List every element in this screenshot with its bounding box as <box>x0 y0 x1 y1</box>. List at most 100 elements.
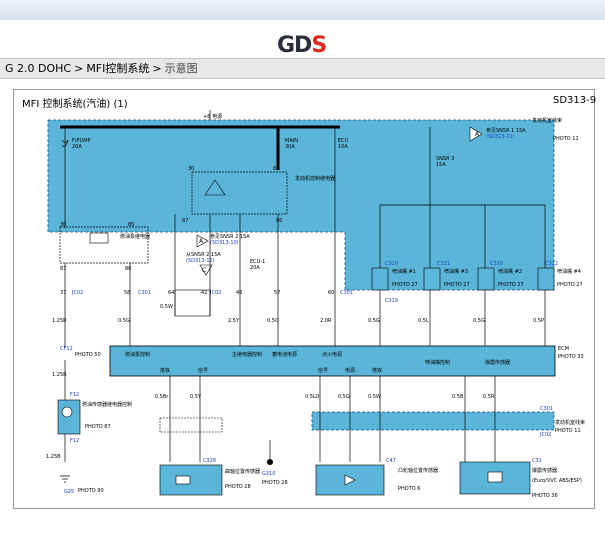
photo28b-label: PHOTO 28 <box>262 480 288 486</box>
app-header: GDS <box>0 0 605 58</box>
connector-f12[interactable]: F12 <box>70 392 79 398</box>
wire-label: 2.0R <box>320 318 332 324</box>
photo27-label: PHOTO 27 <box>557 282 583 288</box>
cam-sensor-label: 凸轮轴位置传感器 <box>398 467 438 474</box>
top-bus-label: +B 电源 <box>203 113 222 120</box>
photo33-label: PHOTO 33 <box>558 354 584 360</box>
svg-text:64: 64 <box>168 290 174 296</box>
wire-label: 0.5G <box>338 394 350 400</box>
injector-4-label: 喷油嘴 #4 <box>557 268 581 275</box>
ecm-pin-signal: 信号 <box>198 367 208 374</box>
connector-cf12[interactable]: CF12 <box>60 346 73 352</box>
knock-sensor-label: 爆震传感器 <box>532 467 557 474</box>
injector-2-label: 喷油嘴 #2 <box>498 268 522 275</box>
snsr2-ref-a-link[interactable]: (SD313-10) <box>210 240 239 246</box>
svg-text:A: A <box>199 238 204 245</box>
euro-spec-label: (Euro/VVC ABS/ESP) <box>532 478 582 484</box>
ecm-pin-ground-2: 搭铁 <box>372 367 382 374</box>
injector-1-label: 喷油嘴 #1 <box>392 268 416 275</box>
wire-label: 0.5G <box>473 318 485 324</box>
wire-label: 1.25B <box>46 454 61 460</box>
connector-c301-b[interactable]: C301 <box>340 290 353 296</box>
breadcrumb-item-system[interactable]: MFI控制系统 <box>86 62 150 75</box>
svg-text:57: 57 <box>274 290 280 296</box>
connector-c31[interactable]: C31 <box>532 458 542 464</box>
fuse-ecu-amp: 10A <box>338 144 348 150</box>
wire-label: 0.5G <box>118 318 130 324</box>
connector-c310[interactable]: C310 <box>385 261 398 267</box>
ecm-pin-signal-2: 信号 <box>318 367 328 374</box>
fuse-main-label: MAIN <box>285 138 298 144</box>
breadcrumb-item-engine[interactable]: G 2.0 DOHC <box>5 62 72 75</box>
wire-label: 0.5Br <box>155 394 169 400</box>
ecm-pin-injector: 喷油嘴控制 <box>425 359 450 366</box>
connector-c320[interactable]: C320 <box>490 261 503 267</box>
connector-c328[interactable]: C328 <box>203 458 216 464</box>
breadcrumb-item-schematic: 示意图 <box>164 62 198 75</box>
connector-jc02-b[interactable]: JC02 <box>209 290 221 296</box>
ecm-pin-battery: 蓄电池电源 <box>272 351 297 358</box>
fuel-pump-relay <box>59 226 149 264</box>
photo50-label: PHOTO 50 <box>75 352 101 358</box>
photo11-label: PHOTO 11 <box>553 136 579 142</box>
wire-label: 0.5W <box>368 394 381 400</box>
snsr3-label: SNSR 3 <box>436 156 454 162</box>
ecm-pin-ground: 搭铁 <box>160 367 170 374</box>
photo27-label: PHOTO 27 <box>444 282 470 288</box>
fuel-sender <box>57 399 81 435</box>
svg-text:37: 37 <box>60 290 66 296</box>
snsr1-ref-link[interactable]: (SD313-11) <box>486 134 515 140</box>
photo28-label: PHOTO 28 <box>225 484 251 490</box>
connector-c301[interactable]: C301 <box>138 290 151 296</box>
crank-sensor-label: 曲轴位置传感器 <box>225 468 260 475</box>
gds-logo: GDS <box>277 33 327 58</box>
breadcrumb: G 2.0 DOHC>MFI控制系统>示意图 <box>0 58 605 79</box>
connector-c322[interactable]: C322 <box>545 261 558 267</box>
wire-label: 0.5W <box>160 304 173 310</box>
connector-f12-b[interactable]: F12 <box>70 438 79 444</box>
connector-jc02[interactable]: JC02 <box>71 290 83 296</box>
snsr2-ref-b-link[interactable]: (SD313-12) <box>186 258 215 264</box>
breadcrumb-separator: > <box>74 62 84 75</box>
photo87-label: PHOTO 87 <box>85 424 111 430</box>
ecu1-fuse-label: ECU-1 <box>250 259 265 265</box>
wire-label: 2.5Y <box>228 318 240 324</box>
svg-text:87: 87 <box>60 266 66 272</box>
fuel-pump-relay-label: 燃油泵继电器 <box>120 233 150 240</box>
injector-group <box>371 267 555 291</box>
connector-c319[interactable]: C319 <box>385 298 398 304</box>
diagram-title: MFI 控制系统(汽油) (1) <box>22 99 128 110</box>
svg-text:42: 42 <box>201 290 207 296</box>
ground-g310[interactable]: G310 <box>262 471 275 477</box>
connector-jc02-c[interactable]: JC02 <box>539 432 551 438</box>
ecm-pin-power: 电源 <box>345 367 355 374</box>
snsr1-ref: 参见SNSR 1 15A <box>486 127 526 134</box>
photo11-label-2: PHOTO 11 <box>555 428 581 434</box>
snsr3-amp: 15A <box>436 162 446 168</box>
svg-text:30: 30 <box>60 222 66 228</box>
svg-text:85: 85 <box>273 166 279 172</box>
breadcrumb-separator: > <box>152 62 162 75</box>
connector-c47[interactable]: C47 <box>386 458 396 464</box>
engine-room-label: 发动机室线束 <box>532 117 562 124</box>
svg-text:46: 46 <box>236 290 242 296</box>
snsr2-ref-a: 参见SNSR 2 15A <box>210 233 250 240</box>
fuse-ecu-label: ECU <box>338 138 349 144</box>
engine-room-junction-box <box>47 119 555 291</box>
svg-text:86: 86 <box>276 218 282 224</box>
photo27-label: PHOTO 27 <box>392 282 418 288</box>
connector-jc301[interactable]: C301 <box>540 406 553 412</box>
fuse-fpump-label: F/PUMP <box>72 138 91 144</box>
crank-sensor <box>159 464 223 496</box>
fuel-sender-label: 燃油传感器继电器控制 <box>82 401 132 408</box>
svg-text:58: 58 <box>124 290 130 296</box>
injector-3-label: 喷油嘴 #3 <box>444 268 468 275</box>
wire-label: 1.25R <box>52 318 67 324</box>
ecm-pin-knock: 爆震传感器 <box>485 359 510 366</box>
ecm-label: ECM <box>558 346 569 352</box>
ground-g25[interactable]: G25 <box>64 489 74 495</box>
wire-label: 0.5Y <box>190 394 202 400</box>
fuse-fpump-amp: 20A <box>72 144 82 150</box>
connector-c321[interactable]: C321 <box>437 261 450 267</box>
